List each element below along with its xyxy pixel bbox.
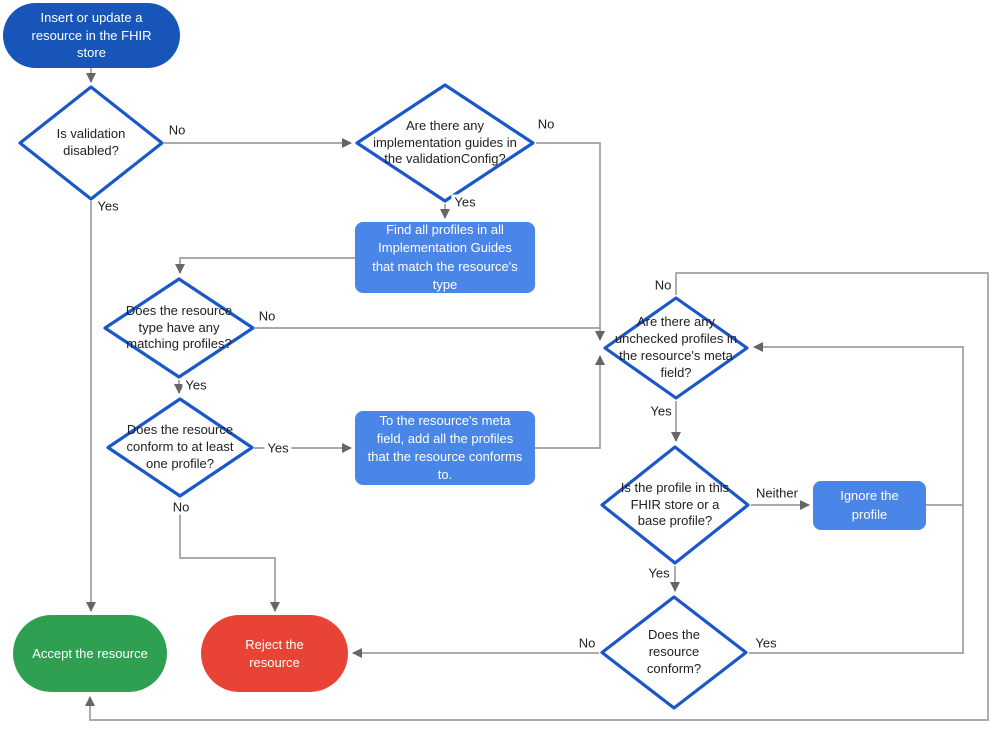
- edge-unchecked-no-loop: [85, 272, 989, 721]
- decision-matching-profiles-label: Does the resource type have any matching…: [125, 302, 233, 352]
- diamond-shape: [106, 397, 254, 498]
- edge-label-guides-no: No: [534, 116, 558, 132]
- decision-unchecked-profiles: Are there any unchecked profiles in the …: [603, 296, 749, 400]
- accept-node: Accept the resource: [13, 615, 167, 692]
- decision-store-or-base-profile: Is the profile in this FHIR store or a b…: [600, 445, 750, 565]
- accept-node-label: Accept the resource: [32, 645, 148, 661]
- edge-label-store-yes: Yes: [645, 565, 673, 581]
- diamond-shape: [603, 296, 749, 400]
- edge-label-validation-no: No: [165, 122, 189, 138]
- decision-resource-conform-label: Does the resource conform?: [646, 627, 702, 676]
- diamond-shape: [600, 445, 750, 565]
- decision-matching-profiles: Does the resource type have any matching…: [103, 277, 255, 379]
- edge-label-matching-yes: Yes: [182, 377, 210, 393]
- start-node: Insert or update a resource in the FHIR …: [3, 3, 180, 68]
- edge-label-conform-one-no: No: [169, 499, 193, 515]
- process-ignore-profile: Ignore the profile: [813, 481, 926, 530]
- decision-conform-at-least-one: Does the resource conform to at least on…: [106, 397, 254, 498]
- reject-node-label: Reject the resource: [245, 636, 304, 670]
- edge-label-conform-yes: Yes: [752, 635, 780, 651]
- decision-validation-disabled: Is validation disabled?: [18, 85, 164, 201]
- process-ignore-profile-label: Ignore the profile: [840, 488, 899, 522]
- edge-label-conform-no: No: [575, 635, 599, 651]
- decision-conform-at-least-one-label: Does the resource conform to at least on…: [126, 422, 234, 471]
- decision-unchecked-profiles-label: Are there any unchecked profiles in the …: [614, 314, 738, 380]
- edge-conform-one-no: [179, 499, 280, 612]
- edge-label-guides-yes: Yes: [451, 194, 479, 210]
- edge-find-to-matching: [175, 257, 355, 274]
- diamond-shape: [103, 277, 255, 379]
- decision-validation-disabled-label: Is validation disabled?: [56, 126, 126, 158]
- edge-label-store-neither: Neither: [753, 485, 801, 501]
- process-find-profiles-label: Find all profiles in all Implementation …: [372, 222, 518, 292]
- diamond-shape: [600, 595, 748, 710]
- start-node-label: Insert or update a resource in the FHIR …: [31, 10, 152, 61]
- process-add-meta-profiles: To the resource's meta field, add all th…: [355, 411, 535, 485]
- edge-label-unchecked-no: No: [651, 277, 675, 293]
- process-add-meta-profiles-label: To the resource's meta field, add all th…: [367, 412, 523, 483]
- process-find-profiles: Find all profiles in all Implementation …: [355, 222, 535, 293]
- edge-label-conform-one-yes: Yes: [264, 440, 292, 456]
- decision-implementation-guides: Are there any implementation guides in t…: [355, 83, 535, 203]
- edge-label-unchecked-yes: Yes: [647, 403, 675, 419]
- diamond-shape: [355, 83, 535, 203]
- decision-store-or-base-profile-label: Is the profile in this FHIR store or a b…: [620, 479, 730, 529]
- edge-conform-yes-loop: [749, 342, 964, 654]
- edge-label-matching-no: No: [255, 308, 279, 324]
- reject-node: Reject the resource: [201, 615, 348, 692]
- decision-resource-conform: Does the resource conform?: [600, 595, 748, 710]
- diamond-shape: [18, 85, 164, 201]
- decision-implementation-guides-label: Are there any implementation guides in t…: [373, 117, 517, 167]
- edge-guides-no: [536, 142, 605, 341]
- edge-meta-to-unchecked: [535, 355, 605, 449]
- edge-label-validation-yes: Yes: [94, 198, 122, 214]
